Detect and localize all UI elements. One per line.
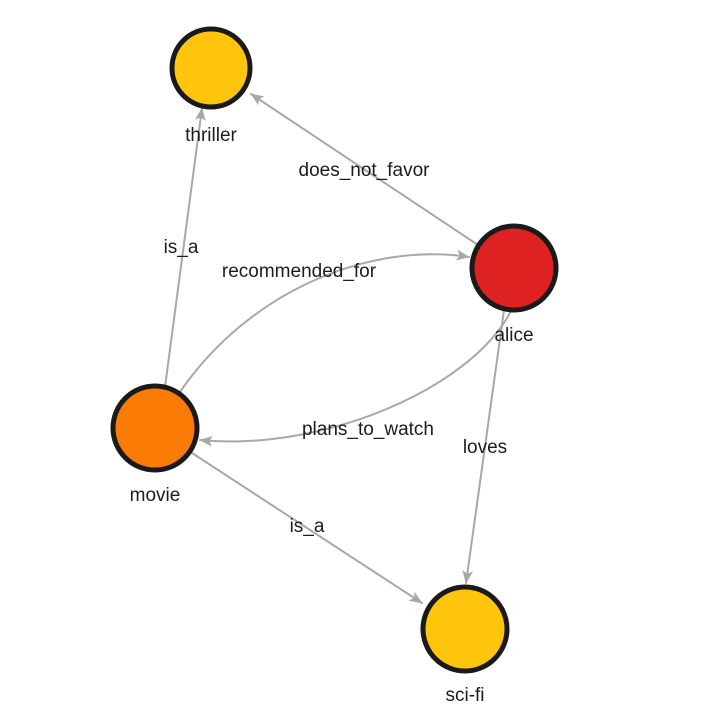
edge-label-movie-recommended_for-alice: recommended_for: [222, 261, 377, 282]
edge-label-movie-is_a-sci-fi: is_a: [290, 516, 325, 537]
node-label-alice: alice: [494, 325, 533, 346]
graph-edge-movie-is_a-sci-fi[interactable]: [191, 452, 423, 604]
edge-labels-layer: does_not_favor is_a recommended_for plans_t…: [164, 160, 508, 537]
graph-edge-movie-is_a-thriller[interactable]: [164, 107, 206, 388]
node-label-movie: movie: [130, 485, 181, 506]
node-label-sci-fi: sci-fi: [445, 685, 484, 706]
edge-label-movie-is_a-thriller: is_a: [164, 237, 199, 258]
edges-layer: [164, 93, 512, 604]
graph-node-movie[interactable]: [110, 383, 200, 473]
edge-label-alice-does_not_favor-thriller: does_not_favor: [299, 160, 431, 181]
graph-edge-alice-does_not_favor-thriller[interactable]: [250, 93, 479, 246]
graph-edge-movie-recommended_for-alice[interactable]: [179, 249, 470, 393]
nodes-layer: [110, 26, 559, 674]
graph-node-thriller[interactable]: [169, 26, 253, 110]
graph-node-sci-fi[interactable]: [420, 584, 510, 674]
graph-edge-alice-plans_to_watch-movie[interactable]: [199, 310, 512, 447]
edge-label-alice-plans_to_watch-movie: plans_to_watch: [302, 419, 434, 440]
graph-node-alice[interactable]: [469, 223, 559, 313]
graph-edge-alice-loves-sci-fi[interactable]: [462, 309, 505, 584]
node-label-thriller: thriller: [185, 125, 237, 146]
edge-label-alice-loves-sci-fi: loves: [463, 437, 507, 458]
node-labels-layer: thriller alice movie sci-fi: [130, 125, 534, 706]
